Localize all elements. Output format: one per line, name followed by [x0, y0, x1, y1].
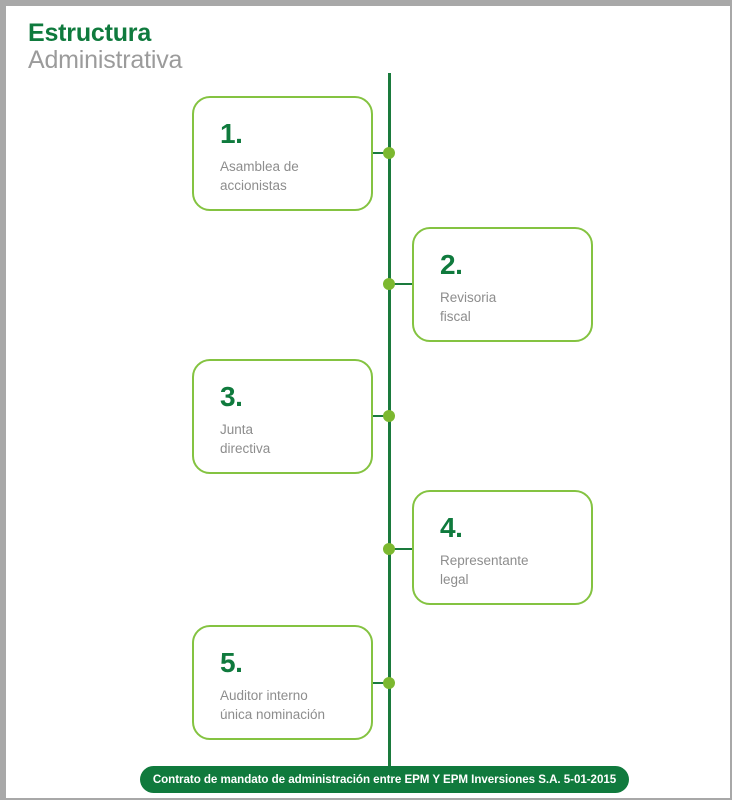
footer-banner: Contrato de mandato de administración en…	[140, 766, 629, 793]
timeline-dot-5	[383, 677, 395, 689]
page-title: Estructura Administrativa	[28, 20, 182, 73]
timeline-dot-1	[383, 147, 395, 159]
node-card-3-content: 3. Junta directiva	[194, 361, 371, 458]
node-card-2-number: 2.	[440, 249, 463, 280]
node-card-4-number: 4.	[440, 512, 463, 543]
page-title-sub: Administrativa	[28, 45, 183, 74]
node-card-4[interactable]: 4. Representante legal	[412, 490, 593, 605]
timeline-dot-3	[383, 410, 395, 422]
node-card-1[interactable]: 1. Asamblea de accionistas	[192, 96, 373, 211]
connector-stub-2	[389, 283, 414, 285]
node-card-5-content: 5. Auditor interno única nominación	[194, 627, 371, 724]
connector-stub-3	[372, 415, 390, 417]
timeline-dot-4	[383, 543, 395, 555]
node-card-2-content: 2. Revisoria fiscal	[414, 229, 591, 326]
node-card-2[interactable]: 2. Revisoria fiscal	[412, 227, 593, 342]
connector-stub-4	[389, 548, 414, 550]
node-card-5-label: Auditor interno única nominación	[220, 688, 326, 723]
connector-stub-5	[372, 682, 390, 684]
page-title-main: Estructura	[28, 19, 152, 47]
node-card-4-label: Representante legal	[440, 553, 529, 588]
node-card-5[interactable]: 5. Auditor interno única nominación	[192, 625, 373, 740]
node-card-1-label: Asamblea de accionistas	[220, 159, 299, 194]
timeline-dot-2	[383, 278, 395, 290]
node-card-3-number: 3.	[220, 381, 243, 412]
node-card-1-content: 1. Asamblea de accionistas	[194, 98, 371, 195]
node-card-3[interactable]: 3. Junta directiva	[192, 359, 373, 474]
connector-stub-1	[372, 152, 390, 154]
node-card-2-label: Revisoria fiscal	[440, 290, 497, 325]
node-card-1-number: 1.	[220, 118, 243, 149]
node-card-3-label: Junta directiva	[220, 422, 271, 457]
node-card-4-content: 4. Representante legal	[414, 492, 591, 589]
node-card-5-number: 5.	[220, 647, 243, 678]
